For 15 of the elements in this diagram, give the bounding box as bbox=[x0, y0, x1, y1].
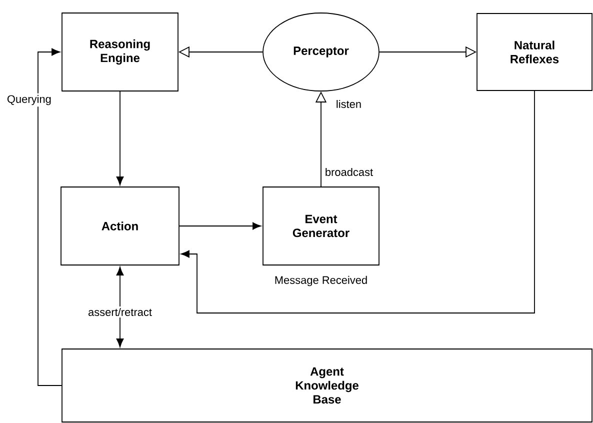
arrow bbox=[180, 90, 535, 314]
process-box: Action bbox=[60, 186, 180, 266]
arrow bbox=[116, 91, 124, 186]
node-caption: Message Received bbox=[275, 276, 367, 286]
process-box: Event Generator bbox=[262, 186, 380, 266]
arrow bbox=[116, 266, 124, 348]
edge-label: assert/retract bbox=[86, 306, 154, 318]
edge-label: listen bbox=[336, 100, 361, 108]
arrow bbox=[38, 48, 62, 386]
edge-label: Querying bbox=[5, 93, 53, 107]
arrow bbox=[179, 222, 262, 230]
process-box: Natural Reflexes bbox=[476, 13, 592, 91]
knowledge-base-box: Agent Knowledge Base bbox=[62, 348, 592, 422]
process-box: Reasoning Engine bbox=[62, 12, 178, 92]
annotation-text: broadcast bbox=[326, 168, 373, 176]
